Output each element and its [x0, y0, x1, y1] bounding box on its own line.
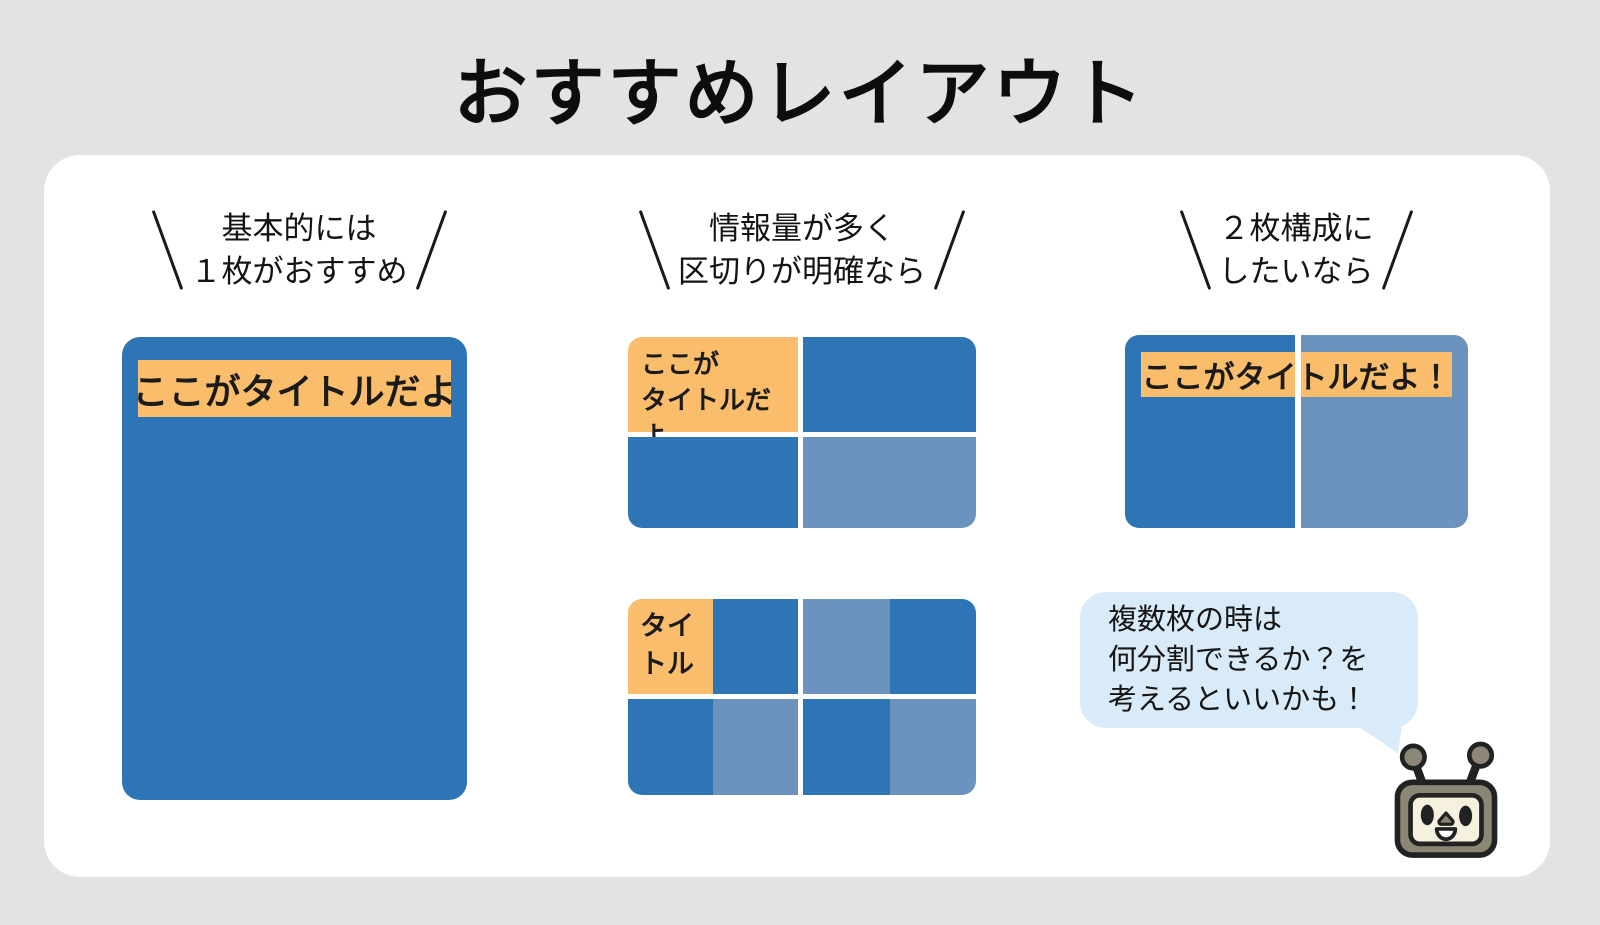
grid-quadrant-bottom-right — [803, 699, 976, 795]
grid-quadrant-bottom-left — [628, 699, 798, 795]
slash-decoration — [415, 210, 447, 290]
backslash-decoration — [151, 210, 183, 290]
backslash-decoration — [1179, 210, 1211, 290]
grid-small-title-cell: タイ トル — [628, 599, 713, 694]
speech-bubble: 複数枚の時は 何分割できるか？を 考えるといいかも！ — [1080, 592, 1418, 728]
grid-cell-top-right — [803, 337, 976, 432]
caption-line: したいなら — [1218, 254, 1374, 289]
caption-grid-layout: 情報量が多く 区切りが明確なら — [607, 207, 997, 293]
caption-text: 基本的には １枚がおすすめ — [191, 207, 408, 293]
single-card-title-bar: ここがタイトルだよ — [133, 360, 457, 417]
bubble-line: 複数枚の時は — [1108, 604, 1283, 636]
grid-half-cell — [713, 599, 798, 694]
sheet-divider — [1295, 335, 1301, 528]
grid-title-line: ここが — [641, 349, 720, 379]
grid-title-line: トル — [640, 649, 694, 679]
grid-title-line: タイ — [640, 611, 694, 641]
grid-half-cell — [628, 699, 713, 795]
grid-title-line: タイトルだよ — [641, 385, 772, 451]
grid-half-cell — [889, 599, 976, 694]
slash-decoration — [933, 210, 966, 290]
grid-quadrant-top-right — [803, 599, 976, 694]
caption-line: 情報量が多く — [709, 211, 895, 246]
grid-cell-bottom-right — [803, 437, 976, 528]
speech-bubble-tail — [1356, 725, 1402, 753]
caption-text: ２枚構成に したいなら — [1219, 207, 1374, 293]
bubble-line: 何分割できるか？を — [1108, 644, 1369, 676]
caption-line: 区切りが明確なら — [678, 254, 926, 289]
grid-half-cell — [803, 599, 890, 694]
caption-two-sheet-layout: ２枚構成に したいなら — [1106, 207, 1486, 293]
caption-line: １枚がおすすめ — [190, 254, 408, 289]
quad-grid-card: ここが タイトルだよ — [628, 337, 976, 528]
single-slide-card: ここがタイトルだよ — [122, 337, 467, 800]
content-panel: 基本的には １枚がおすすめ 情報量が多く 区切りが明確なら ２枚構成に したいな… — [44, 155, 1550, 877]
caption-line: ２枚構成に — [1218, 211, 1374, 246]
grid-half-cell — [713, 699, 798, 795]
grid-title-cell: ここが タイトルだよ — [628, 337, 798, 451]
bubble-line: 考えるといいかも！ — [1108, 684, 1369, 716]
grid-half-cell — [803, 699, 890, 795]
grid-cell-bottom-left — [628, 437, 798, 528]
octo-grid-card: タイ トル — [628, 599, 976, 795]
caption-line: 基本的には — [221, 211, 377, 246]
caption-single-layout: 基本的には １枚がおすすめ — [104, 207, 494, 293]
grid-half-cell — [889, 699, 976, 795]
tv-robot-mascot-icon — [1394, 741, 1498, 858]
page-title: おすすめレイアウト — [453, 52, 1147, 135]
backslash-decoration — [638, 210, 671, 290]
grid-quadrant-top-left: タイ トル — [628, 599, 798, 694]
slash-decoration — [1381, 210, 1413, 290]
caption-text: 情報量が多く 区切りが明確なら — [678, 207, 926, 293]
two-sheet-card: ここがタイトルだよ！ — [1125, 335, 1468, 528]
